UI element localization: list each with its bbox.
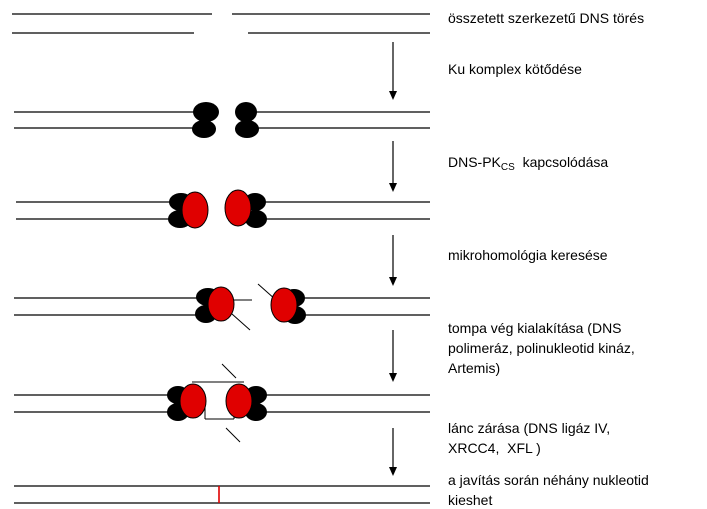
dna-pkcs	[224, 189, 252, 227]
stage-repaired	[14, 485, 430, 504]
step-arrows	[389, 42, 397, 476]
step-label-line: a javítás során néhány nukleotid	[448, 472, 649, 488]
ku-complex	[192, 120, 216, 138]
stage-blunt-end	[14, 363, 430, 443]
dna-pkcs	[207, 286, 235, 322]
step-label-ku-binding: Ku komplex kötődése	[448, 61, 582, 77]
overhang	[231, 313, 251, 331]
stage-dnapkcs-binding	[16, 189, 430, 229]
step-label-blunt-end: tompa vég kialakítása (DNS polimeráz, po…	[448, 318, 635, 378]
cleaved-overhang	[221, 363, 237, 379]
step-label-microhomology: mikrohomológia keresése	[448, 247, 608, 263]
step-label-dnapkcs-main: DNS-PK	[448, 154, 501, 170]
dna-pkcs	[270, 287, 298, 323]
arrow-down-icon	[389, 235, 397, 286]
stage-dsb	[12, 13, 430, 34]
arrow-down-icon	[389, 330, 397, 382]
dna-pkcs	[181, 191, 209, 229]
step-label-line: tompa vég kialakítása (DNS	[448, 320, 622, 336]
step-label-dnapkcs: DNS-PKCS kapcsolódása	[448, 152, 608, 178]
step-label-line: lánc zárása (DNS ligáz IV,	[448, 420, 611, 436]
cleaved-overhang	[225, 427, 241, 443]
dna-pkcs	[225, 383, 253, 419]
step-label-dsb: összetett szerkezetű DNS törés	[448, 10, 645, 26]
arrow-down-icon	[389, 42, 397, 100]
stage-microhomology	[14, 283, 430, 331]
arrow-down-icon	[389, 141, 397, 192]
ku-complex	[235, 102, 257, 122]
ku-complex	[235, 120, 259, 138]
stage-ku-binding	[14, 102, 430, 138]
step-label-ligation: lánc zárása (DNS ligáz IV, XRCC4, XFL )	[448, 418, 610, 458]
step-label-outcome: a javítás során néhány nukleotid kieshet	[448, 470, 649, 509]
step-label-dnapkcs-rest: kapcsolódása	[514, 154, 609, 170]
step-label-line: kieshet	[448, 492, 493, 508]
step-label-line: polimeráz, polinukleotid kináz,	[448, 340, 635, 356]
step-label-dnapkcs-sub: CS	[500, 162, 515, 173]
arrow-down-icon	[389, 428, 397, 476]
ku-complex	[193, 102, 219, 122]
step-label-line: XRCC4, XFL )	[448, 440, 541, 456]
step-label-line: Artemis)	[448, 360, 501, 376]
dna-pkcs	[179, 383, 207, 419]
